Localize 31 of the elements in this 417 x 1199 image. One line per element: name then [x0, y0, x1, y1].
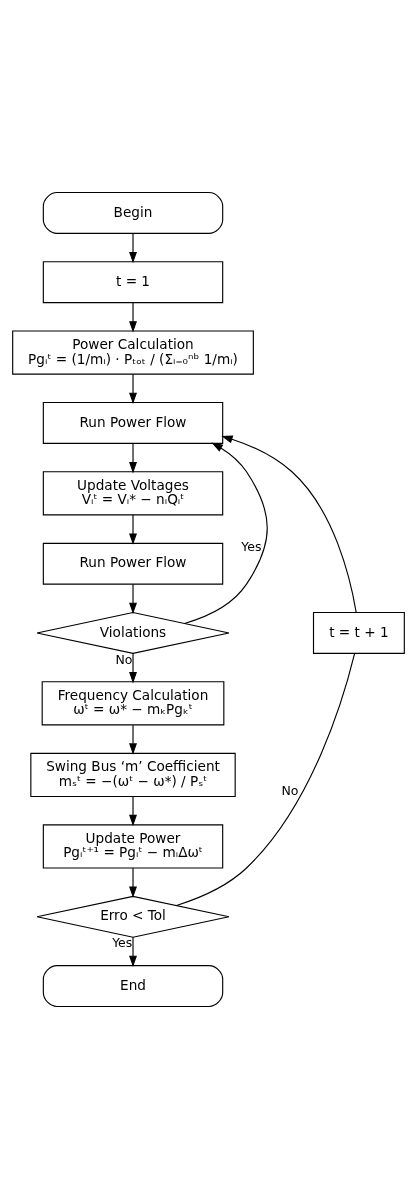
arrow [129, 652, 137, 684]
node-box: Update Power Pgᵢᵗ⁺¹ = Pgᵢᵗ − mᵢΔωᵗ [42, 824, 224, 869]
node-box: t = 1 [42, 261, 224, 304]
node-box: Swing Bus ‘m’ Coefficient mₛᵗ = −(ωᵗ − ω*) / Pₛᵗ [30, 752, 236, 798]
node-box: Power Calculation Pgᵢᵗ = (1/mᵢ) · Pₜₒₜ / (Σᵢ₌₀ⁿᵇ 1/mᵢ) [12, 330, 254, 375]
edge-label: Yes [112, 935, 133, 951]
arrow [183, 442, 268, 625]
node-box: Update Voltages Vᵢᵗ = Vᵢ* − nᵢQᵢᵗ [42, 471, 224, 516]
arrow [221, 435, 357, 614]
node-box: t = t + 1 [312, 611, 405, 654]
node-box: Run Power Flow [42, 542, 224, 585]
node-diamond: Violations [36, 611, 230, 654]
node-diamond: Erro < Tol [36, 895, 230, 938]
node-box: Frequency Calculation ωᵗ = ω* − mₖPgₖᵗ [41, 681, 225, 726]
node-box: Run Power Flow [42, 402, 224, 444]
arrow [129, 724, 137, 755]
edge-label: No [115, 651, 133, 667]
connector [176, 653, 356, 906]
arrow [129, 373, 137, 405]
arrow [129, 936, 137, 968]
arrow [129, 796, 137, 827]
arrow [129, 583, 137, 614]
edge-label: Yes [241, 539, 262, 555]
arrow [129, 302, 137, 333]
arrow [129, 232, 137, 264]
arrow [129, 514, 137, 545]
node-box: Begin [42, 191, 224, 234]
node-box: End [42, 965, 224, 1008]
edge-label: No [281, 782, 299, 798]
arrow [129, 442, 137, 474]
arrow [129, 867, 137, 898]
